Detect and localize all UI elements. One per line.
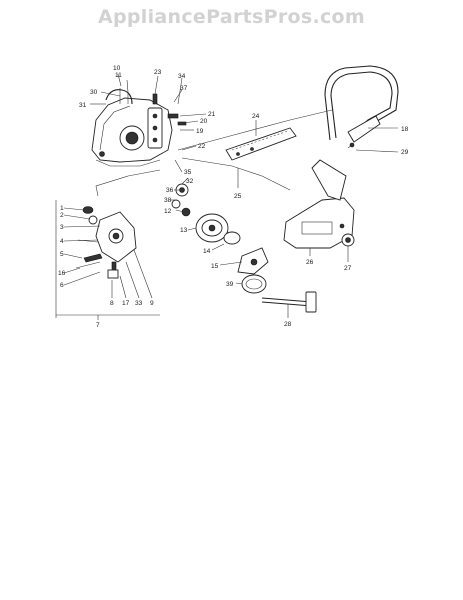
leader-lines (63, 73, 399, 318)
callout-36: 36 (166, 187, 174, 194)
callout-13: 13 (180, 227, 188, 234)
callout-24: 24 (252, 113, 260, 120)
callout-34: 34 (178, 73, 186, 80)
callout-5: 5 (60, 251, 64, 258)
callout-28: 28 (284, 321, 292, 328)
callout-11: 11 (115, 72, 122, 79)
callout-20: 20 (200, 118, 208, 125)
callout-7: 7 (96, 322, 100, 329)
callout-35: 35 (184, 169, 192, 176)
callout-22: 22 (198, 143, 206, 150)
callout-26: 26 (306, 259, 314, 266)
clutch-parts (171, 183, 269, 294)
callout-30: 30 (90, 89, 98, 96)
callout-12: 12 (164, 208, 172, 215)
crankcase-housing (91, 89, 173, 167)
callout-19: 19 (196, 128, 204, 135)
callout-17: 17 (122, 300, 130, 307)
watermark-logo: AppliancePartsPros.com (97, 6, 365, 28)
chain-route (95, 109, 333, 197)
oil-pump-assembly (75, 206, 137, 279)
callout-14: 14 (203, 248, 211, 255)
guide-bar (225, 127, 297, 161)
callout-23: 23 (154, 69, 162, 76)
callout-37: 37 (180, 85, 188, 92)
callout-21: 21 (208, 111, 216, 118)
assembly-bracket (55, 200, 160, 320)
combination-tool (261, 291, 317, 313)
callout-33: 33 (135, 300, 143, 307)
callout-15: 15 (211, 263, 219, 270)
callout-29: 29 (401, 149, 409, 156)
callout-labels: 10 11 30 31 23 34 37 21 20 19 24 22 35 3… (58, 65, 409, 329)
handlebar (324, 65, 399, 149)
callout-10: 10 (113, 65, 121, 72)
housing-bolts (119, 88, 187, 126)
callout-3: 3 (60, 224, 64, 231)
callout-1: 1 (60, 205, 64, 212)
callout-32: 32 (186, 178, 194, 185)
callout-25: 25 (234, 193, 242, 200)
callout-6: 6 (60, 282, 64, 289)
callout-4: 4 (60, 238, 64, 245)
callout-2: 2 (60, 212, 64, 219)
callout-18: 18 (401, 126, 409, 133)
callout-9: 9 (150, 300, 154, 307)
callout-31: 31 (79, 102, 87, 109)
callout-27: 27 (344, 265, 352, 272)
callout-16: 16 (58, 270, 66, 277)
clutch-cover (283, 159, 355, 249)
bar-nut (341, 233, 355, 247)
callout-8: 8 (110, 300, 114, 307)
callout-38: 38 (164, 197, 172, 204)
callout-39: 39 (226, 281, 234, 288)
